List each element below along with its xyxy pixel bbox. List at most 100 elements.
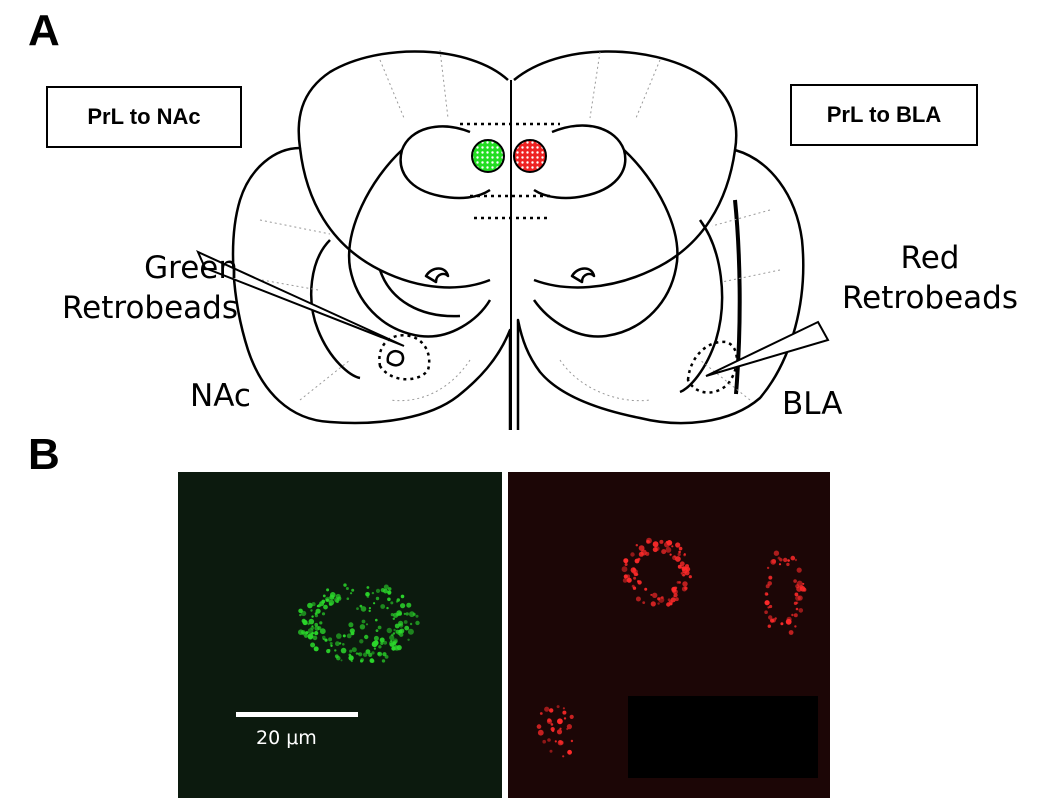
punctum bbox=[389, 642, 395, 647]
punctum bbox=[768, 576, 773, 580]
punctum bbox=[562, 755, 565, 758]
punctum bbox=[359, 639, 364, 644]
punctum bbox=[665, 547, 672, 553]
punctum bbox=[796, 580, 803, 587]
right-lateral-curve bbox=[679, 219, 724, 394]
punctum bbox=[633, 572, 638, 577]
punctum bbox=[667, 598, 671, 602]
punctum bbox=[633, 576, 637, 580]
punctum bbox=[688, 575, 692, 579]
bla-region bbox=[686, 340, 738, 394]
punctum bbox=[771, 618, 776, 623]
punctum bbox=[562, 710, 567, 715]
punctum bbox=[407, 628, 414, 635]
punctum bbox=[654, 546, 660, 551]
punctum bbox=[351, 588, 355, 592]
punctum bbox=[546, 718, 553, 724]
punctum bbox=[768, 615, 773, 620]
punctum bbox=[375, 596, 380, 601]
punctum bbox=[351, 647, 357, 653]
punctum bbox=[637, 580, 642, 585]
punctum bbox=[773, 550, 780, 556]
punctum bbox=[377, 625, 382, 630]
punctum bbox=[635, 544, 638, 547]
punctum bbox=[365, 592, 370, 597]
punctum bbox=[298, 608, 303, 614]
punctum bbox=[328, 637, 333, 642]
punctum bbox=[802, 582, 805, 585]
punctum bbox=[680, 572, 683, 575]
punctum bbox=[366, 586, 370, 589]
punctum bbox=[368, 609, 371, 613]
punctum bbox=[324, 596, 331, 603]
punctum bbox=[567, 749, 572, 755]
punctum bbox=[621, 566, 628, 573]
punctum bbox=[769, 604, 773, 609]
prl-to-nac-box: PrL to NAc bbox=[46, 86, 242, 148]
punctum bbox=[340, 647, 347, 654]
brain-section-diagram bbox=[196, 49, 830, 430]
punctum bbox=[336, 633, 342, 639]
punctum bbox=[350, 631, 355, 636]
punctum bbox=[311, 615, 314, 618]
punctum bbox=[657, 602, 660, 605]
punctum bbox=[652, 592, 658, 598]
punctum bbox=[678, 546, 683, 551]
punctum bbox=[370, 659, 375, 663]
punctum bbox=[334, 649, 337, 652]
punctum bbox=[405, 612, 409, 616]
punctum bbox=[638, 545, 645, 551]
punctum bbox=[783, 557, 788, 563]
punctum bbox=[307, 634, 313, 640]
punctum bbox=[786, 616, 792, 622]
punctum bbox=[342, 634, 346, 638]
right-hemisphere-outline bbox=[513, 50, 805, 430]
punctum bbox=[321, 612, 326, 616]
left-lateral-curve bbox=[310, 239, 361, 380]
punctum bbox=[322, 594, 326, 598]
punctum bbox=[547, 738, 551, 742]
punctum bbox=[346, 633, 352, 639]
punctum bbox=[645, 551, 650, 556]
punctum bbox=[364, 634, 369, 640]
punctum bbox=[674, 586, 678, 590]
punctum bbox=[793, 579, 797, 583]
panel-label-b: B bbox=[28, 430, 60, 479]
punctum bbox=[570, 739, 574, 743]
punctum bbox=[322, 638, 325, 641]
punctum bbox=[675, 556, 681, 562]
punctum bbox=[324, 638, 328, 642]
punctum bbox=[335, 593, 341, 600]
punctum bbox=[556, 729, 563, 735]
punctum bbox=[406, 602, 412, 608]
punctum bbox=[657, 597, 661, 601]
nac-core bbox=[386, 350, 405, 367]
punctum bbox=[557, 718, 563, 725]
punctum bbox=[556, 705, 560, 709]
punctum bbox=[381, 659, 386, 663]
punctum bbox=[549, 708, 554, 713]
punctum bbox=[357, 652, 360, 655]
red-injection-site bbox=[513, 139, 547, 173]
green-injection-site bbox=[471, 139, 505, 173]
punctum bbox=[393, 612, 399, 618]
left-ventricle bbox=[399, 125, 491, 200]
punctum bbox=[336, 601, 339, 604]
scale-bar-label: 20 μm bbox=[256, 727, 317, 749]
punctum bbox=[791, 613, 794, 617]
punctum bbox=[650, 593, 653, 596]
punctum bbox=[624, 563, 628, 566]
punctum bbox=[684, 566, 688, 571]
punctum bbox=[315, 608, 321, 614]
punctum bbox=[365, 623, 369, 626]
punctum bbox=[314, 613, 319, 618]
punctum bbox=[312, 635, 318, 641]
punctum bbox=[659, 539, 664, 544]
punctum bbox=[392, 617, 395, 620]
punctum bbox=[390, 601, 394, 605]
punctum bbox=[569, 714, 574, 719]
punctum bbox=[764, 592, 769, 596]
punctum bbox=[554, 740, 557, 743]
punctum bbox=[345, 587, 349, 590]
punctum bbox=[635, 596, 641, 602]
